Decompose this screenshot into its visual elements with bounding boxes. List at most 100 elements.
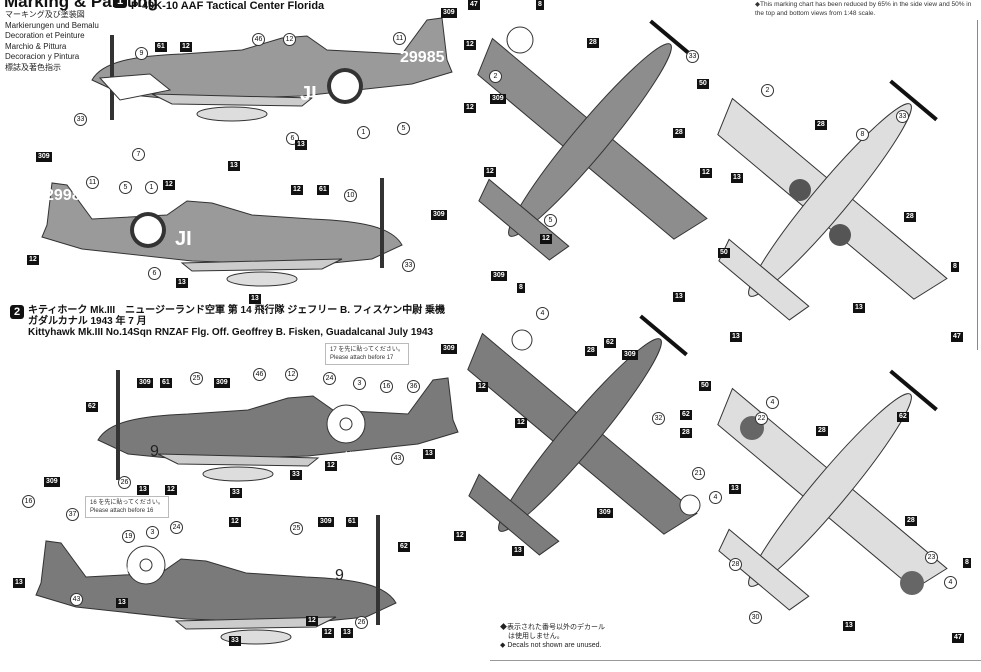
note-jp-1: ◆表示された番号以外のデカール [500,624,605,631]
decal-callout: 12 [165,485,177,495]
decal-callout: 6 [148,267,161,280]
top-view-1 [400,0,783,328]
decal-callout: 4 [944,576,957,589]
attach-note-17: 17 を先に貼ってください。 Please attach before 17 [325,343,409,365]
decal-callout: 12 [163,180,175,190]
decal-callout: 309 [597,508,613,518]
decal-callout: 12 [325,461,337,471]
bottom-view-2 [640,298,981,672]
decal-callout: 43 [70,593,83,606]
decal-callout: 309 [214,378,230,388]
note-jp: 17 を先に貼ってください。 [330,347,404,353]
decal-callout: 12 [285,368,298,381]
decal-callout: 11 [86,176,99,189]
decal-callout: 309 [441,8,457,18]
decal-callout: 62 [680,410,692,420]
decal-callout: 1 [145,181,158,194]
unused-decals-note: ◆表示された番号以外のデカール は使用しません。 ◆ Decals not sh… [500,623,605,650]
decal-callout: 12 [27,255,39,265]
decal-callout: 28 [673,128,685,138]
decal-callout: 12 [283,33,296,46]
decal-callout: 13 [295,140,307,150]
lang-it: Marchio & Pittura [5,41,67,51]
decal-callout: 33 [290,470,302,480]
decal-callout: 13 [843,621,855,631]
code-decal: 9 [150,443,159,460]
decal-callout: 12 [700,168,712,178]
decal-callout: 28 [729,558,742,571]
decal-callout: 21 [692,467,705,480]
serial-decal: 29985 [400,49,445,66]
decal-callout: 13 [423,449,435,459]
decal-callout: 10 [344,189,357,202]
decal-callout: 23 [925,551,938,564]
decal-callout: 19 [122,530,135,543]
decal-callout: 309 [441,344,457,354]
decal-callout: 47 [952,633,964,643]
decal-callout: 5 [397,122,410,135]
decal-callout: 50 [699,381,711,391]
decal-callout: 13 [512,546,524,556]
decal-callout: 309 [44,477,60,487]
decal-callout: 46 [253,368,266,381]
decal-callout: 12 [464,103,476,113]
decal-callout: 309 [490,94,506,104]
decal-callout: 13 [731,173,743,183]
divider [977,20,978,350]
decal-callout: 13 [228,161,240,171]
side-view-3 [97,377,459,482]
decal-callout: 43 [391,452,404,465]
decal-callout: 12 [454,531,466,541]
decal-callout: 24 [170,521,183,534]
decal-callout: 9 [135,47,148,60]
section-title: P-40K-10 AAF Tactical Center Florida [131,0,325,12]
decal-callout: 50 [718,248,730,258]
decal-callout: 61 [317,185,329,195]
decal-callout: 12 [229,517,241,527]
lang-fr: Decoration et Peinture [5,31,85,40]
decal-callout: 26 [355,616,368,629]
decal-callout: 25 [290,522,303,535]
decal-callout: 62 [398,542,410,552]
note-en: Please attach before 16 [90,508,154,514]
decal-callout: 13 [13,578,25,588]
decal-callout: 3 [146,526,159,539]
decal-callout: 30 [749,611,762,624]
decal-callout: 28 [905,516,917,526]
lang-de: Markierungen und Bemalu [5,20,99,30]
decal-callout: 11 [393,32,406,45]
decal-callout: 47 [468,0,480,10]
divider [490,660,981,661]
decal-callout: 24 [323,372,336,385]
decal-callout: 33 [402,259,415,272]
decal-callout: 33 [896,110,909,123]
decal-callout: 4 [536,307,549,320]
decal-callout: 8 [951,262,959,272]
decal-callout: 28 [816,426,828,436]
title-jp-1: キティホーク Mk.III ニュージーランド空軍 第 14 飛行隊 ジェフリー … [28,305,446,316]
decal-callout: 8 [856,128,869,141]
decal-callout: 12 [484,167,496,177]
decal-callout: 33 [74,113,87,126]
code-decal: JI [300,83,317,105]
serial-decal: NZ3060 [345,450,377,460]
decal-callout: 309 [137,378,153,388]
decal-callout: 36 [407,380,420,393]
decal-callout: 37 [66,508,79,521]
decal-callout: 5 [119,181,132,194]
serial-decal: NZ3060 [100,564,132,574]
code-decal: 9 [335,567,344,584]
lang-es: Decoracion y Pintura [5,52,80,61]
decal-callout: 62 [86,402,98,412]
decal-callout: 33 [229,636,241,646]
decal-callout: 3 [353,377,366,390]
decal-callout: 309 [622,350,638,360]
decal-callout: 12 [322,628,334,638]
note-jp-2: は使用しません。 [508,633,564,640]
decal-callout: 25 [190,372,203,385]
decal-callout: 12 [540,234,552,244]
decal-callout: 50 [697,79,709,89]
decal-callout: 61 [155,42,167,52]
section-number: 1 [113,0,127,8]
